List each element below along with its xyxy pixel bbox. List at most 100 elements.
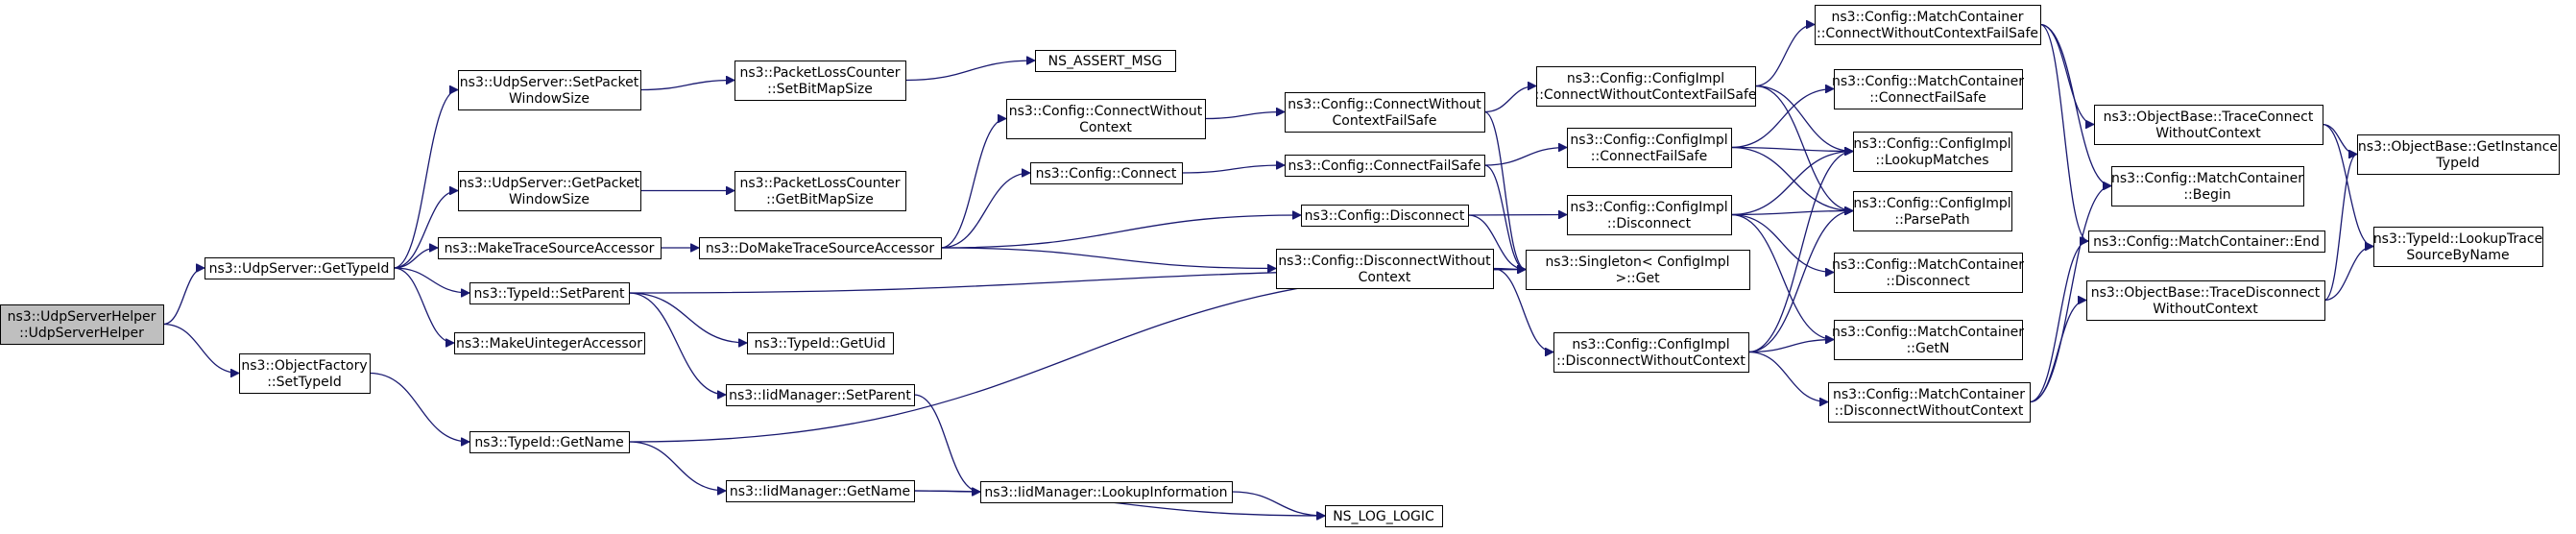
node-domaketrace[interactable]: ns3::DoMakeTraceSourceAccessor — [699, 237, 942, 259]
node-mc-getn[interactable]: ns3::Config::MatchContainer::GetN — [1832, 320, 2024, 360]
node-ci-connfs[interactable]: ns3::Config::ConfigImpl::ConnectFailSafe — [1567, 128, 1732, 168]
edge-path — [940, 173, 1030, 249]
edge-arrow — [393, 191, 459, 269]
node-ci-disconnect[interactable]: ns3::Config::ConfigImpl::Disconnect — [1567, 195, 1732, 235]
edge-path — [1483, 86, 1536, 113]
node-box — [458, 171, 641, 211]
edge-path — [1730, 213, 1834, 340]
node-label: ns3::Config::ConfigImpl — [1572, 337, 1729, 352]
node-label: ::Begin — [2183, 187, 2230, 203]
node-label: ns3::Config::ConfigImpl — [1853, 136, 2010, 152]
node-label: ns3::MakeTraceSourceAccessor — [445, 241, 655, 256]
node-ci-disconnwoctx[interactable]: ns3::Config::ConfigImpl::DisconnectWitho… — [1553, 332, 1749, 373]
node-root[interactable]: ns3::UdpServerHelper::UdpServerHelper — [0, 304, 164, 345]
edge-arrow — [628, 270, 1526, 443]
edge-arrow — [393, 267, 455, 343]
edge-arrow — [393, 90, 459, 269]
node-mc-end[interactable]: ns3::Config::MatchContainer::End — [2088, 231, 2325, 253]
edge-path — [1754, 85, 1853, 211]
node-cfg-disconnwoctx[interactable]: ns3::Config::DisconnectWithoutContext — [1276, 249, 1494, 289]
node-box — [1276, 249, 1494, 289]
edge-arrow — [2039, 23, 2095, 125]
node-mc-begin[interactable]: ns3::Config::MatchContainer::Begin — [2111, 166, 2304, 206]
node-iid-setparent[interactable]: ns3::IidManager::SetParent — [726, 384, 915, 406]
edge-path — [1483, 110, 1527, 270]
node-plc-getbitmap[interactable]: ns3::PacketLossCounter::GetBitMapSize — [734, 171, 906, 211]
node-box — [1006, 99, 1206, 139]
node-label: ns3::Config::MatchContainer::End — [2093, 234, 2320, 250]
edge-arrow — [1730, 146, 1853, 152]
edge-arrow — [1492, 269, 1526, 270]
node-mc-connfs[interactable]: ns3::Config::MatchContainer::ConnectFail… — [1832, 69, 2024, 109]
node-mc-disconnect[interactable]: ns3::Config::MatchContainer::Disconnect — [1832, 253, 2024, 293]
edge-path — [1747, 351, 1828, 402]
node-typeid-getname[interactable]: ns3::TypeId::GetName — [469, 431, 630, 453]
node-makeuint[interactable]: ns3::MakeUintegerAccessor — [454, 332, 645, 354]
edge-path — [1754, 85, 1853, 152]
node-cfg-connwoctx[interactable]: ns3::Config::ConnectWithoutContext — [1006, 99, 1206, 139]
node-mc-connwoctxfs[interactable]: ns3::Config::MatchContainer::ConnectWith… — [1815, 5, 2041, 45]
edge-path — [1492, 267, 1554, 352]
edge-path — [2039, 23, 2112, 186]
node-log-logic[interactable]: NS_LOG_LOGIC — [1325, 505, 1443, 527]
edge-path — [2039, 23, 2089, 242]
node-label: ns3::Config::MatchContainer — [1832, 74, 2024, 89]
node-ob-tracedisconnwoctx[interactable]: ns3::ObjectBase::TraceDisconnectWithoutC… — [2086, 280, 2325, 321]
edge-arrow — [1754, 85, 1853, 211]
edge-arrow — [904, 61, 1035, 82]
edge-path — [628, 270, 1526, 443]
node-ob-traceconnwoctx[interactable]: ns3::ObjectBase::TraceConnectWithoutCont… — [2094, 105, 2323, 145]
node-box — [1030, 162, 1183, 184]
node-ci-parsepath[interactable]: ns3::Config::ConfigImpl::ParsePath — [1853, 191, 2012, 231]
node-box — [1834, 69, 2023, 109]
node-box — [1853, 191, 2012, 231]
edge-path — [1730, 213, 1834, 273]
edge-arrow — [1231, 491, 1325, 516]
node-mc-disconnwoctx[interactable]: ns3::Config::MatchContainer::DisconnectW… — [1828, 382, 2031, 423]
node-label: ns3::UdpServer::GetPacket — [459, 176, 640, 191]
node-plc-setbitmap[interactable]: ns3::PacketLossCounter::SetBitMapSize — [734, 61, 906, 101]
edge-arrow — [628, 441, 726, 491]
node-ci-lookupmatches[interactable]: ns3::Config::ConfigImpl::LookupMatches — [1853, 132, 2012, 172]
node-label: ns3::Config::ConnectWithout — [1288, 97, 1481, 112]
edge-arrow — [162, 268, 205, 326]
edge-arrow — [393, 267, 469, 293]
edge-path — [2323, 155, 2358, 302]
node-singleton-get[interactable]: ns3::Singleton< ConfigImpl>::Get — [1526, 250, 1750, 290]
edge-path — [1730, 146, 1853, 152]
node-typeid-getuid[interactable]: ns3::TypeId::GetUid — [747, 332, 894, 354]
node-label: WindowSize — [509, 192, 590, 207]
node-cfg-connect[interactable]: ns3::Config::Connect — [1030, 162, 1183, 184]
node-typeid-setparent[interactable]: ns3::TypeId::SetParent — [469, 282, 630, 304]
node-box — [205, 257, 395, 279]
node-maketrace[interactable]: ns3::MakeTraceSourceAccessor — [438, 237, 662, 259]
edge-arrow — [1204, 112, 1285, 120]
node-box — [980, 481, 1233, 503]
edge-path — [1492, 269, 1526, 270]
edge-arrow — [940, 119, 1007, 249]
node-iid-getname[interactable]: ns3::IidManager::GetName — [726, 480, 915, 502]
node-box — [2373, 227, 2543, 267]
edge-arrow — [1747, 351, 1828, 402]
edge-arrow — [1483, 110, 1527, 270]
node-of-settypeid[interactable]: ns3::ObjectFactory::SetTypeId — [239, 353, 371, 394]
node-ci-connwoctxfs[interactable]: ns3::Config::ConfigImpl::ConnectWithoutC… — [1534, 66, 1757, 107]
node-cfg-connwoctxfs[interactable]: ns3::Config::ConnectWithoutContextFailSa… — [1285, 92, 1485, 133]
node-cfg-disconnect[interactable]: ns3::Config::Disconnect — [1301, 205, 1469, 227]
node-box — [438, 237, 662, 259]
node-box — [1301, 205, 1469, 227]
node-label: ns3::TypeId::GetName — [474, 435, 623, 450]
edge-path — [162, 268, 205, 326]
node-label: ::Disconnect — [1886, 274, 1970, 289]
edge-path — [2323, 247, 2374, 302]
node-iid-lookupinfo[interactable]: ns3::IidManager::LookupInformation — [980, 481, 1233, 503]
edge-path — [628, 292, 726, 395]
node-label: ::ConnectWithoutContextFailSafe — [1817, 26, 2038, 41]
node-gettypeid[interactable]: ns3::UdpServer::GetTypeId — [205, 257, 395, 279]
node-assert-msg[interactable]: NS_ASSERT_MSG — [1035, 50, 1176, 72]
node-cfg-connfs[interactable]: ns3::Config::ConnectFailSafe — [1285, 155, 1485, 177]
